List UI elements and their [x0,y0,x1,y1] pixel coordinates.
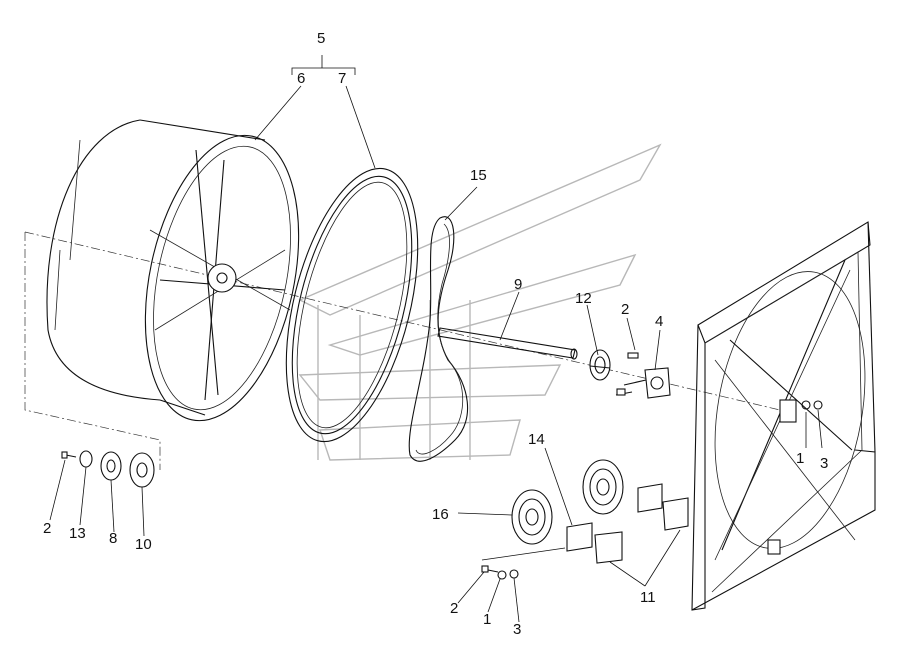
callout-3-right: 3 [820,455,828,472]
callout-2-bottom: 2 [450,600,458,617]
machine-frame [691,221,876,611]
callout-5: 5 [317,30,325,47]
callout-11: 11 [640,589,656,606]
leader-lines [49,55,823,623]
callout-7: 7 [338,70,346,87]
callout-12: 12 [575,290,592,307]
bolt-washer-cover-set-left [61,450,155,488]
pulley-14 [582,459,624,515]
bracket-plates-11 [566,483,689,564]
callout-8: 8 [109,530,117,547]
callout-4: 4 [655,313,663,330]
callout-13: 13 [69,525,86,542]
bolt-washer-nut-set-bottom [481,547,566,580]
seal-ring [285,167,419,443]
watermark-logo [298,143,662,461]
callout-2-left: 2 [43,520,51,537]
callout-9: 9 [514,276,522,293]
callout-1-bottom: 1 [483,611,491,628]
bearing-12 [589,349,611,381]
bearing-flange-4 [615,352,671,399]
callout-2-top: 2 [621,301,629,318]
callout-6: 6 [297,70,305,87]
pulley-16 [511,489,553,545]
axis-bracket-left [24,232,161,470]
callout-14: 14 [528,431,545,448]
drive-belt [408,216,469,462]
callout-16: 16 [432,506,449,523]
callout-1-right: 1 [796,450,804,467]
callout-15: 15 [470,167,487,184]
shaft [437,327,578,360]
callout-10: 10 [135,536,152,553]
drum-cylinder [46,119,300,422]
callout-3-bottom: 3 [513,621,521,638]
